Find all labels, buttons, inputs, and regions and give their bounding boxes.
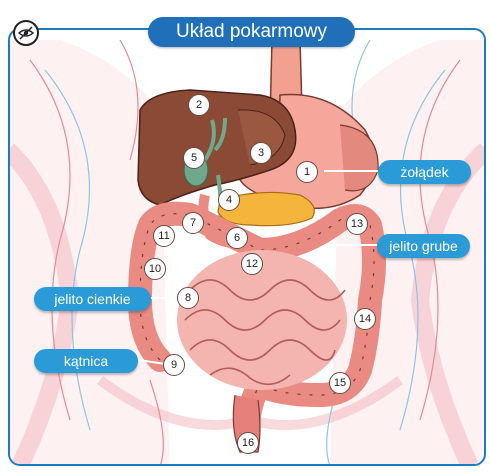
visibility-toggle-button[interactable] bbox=[13, 20, 39, 46]
marker-11[interactable]: 11 bbox=[153, 225, 175, 247]
marker-13[interactable]: 13 bbox=[346, 213, 368, 235]
marker-12[interactable]: 12 bbox=[241, 253, 263, 275]
marker-1[interactable]: 1 bbox=[296, 161, 318, 183]
label-stomach[interactable]: żołądek bbox=[378, 160, 471, 184]
marker-6[interactable]: 6 bbox=[226, 227, 248, 249]
page-title: Układ pokarmowy bbox=[148, 17, 355, 47]
marker-2[interactable]: 2 bbox=[188, 94, 210, 116]
marker-7[interactable]: 7 bbox=[182, 212, 204, 234]
marker-8[interactable]: 8 bbox=[177, 287, 199, 309]
marker-9[interactable]: 9 bbox=[163, 354, 185, 376]
marker-16[interactable]: 16 bbox=[237, 432, 259, 454]
marker-5[interactable]: 5 bbox=[183, 147, 205, 169]
label-large-intestine[interactable]: jelito grube bbox=[377, 234, 470, 258]
label-cecum[interactable]: kątnica bbox=[34, 349, 138, 373]
marker-14[interactable]: 14 bbox=[354, 308, 376, 330]
marker-15[interactable]: 15 bbox=[329, 372, 351, 394]
marker-3[interactable]: 3 bbox=[250, 142, 272, 164]
marker-10[interactable]: 10 bbox=[144, 258, 166, 280]
label-small-intestine[interactable]: jelito cienkie bbox=[34, 287, 151, 311]
small-intestine-shape bbox=[177, 250, 347, 390]
eye-off-icon bbox=[18, 25, 34, 41]
marker-4[interactable]: 4 bbox=[218, 189, 240, 211]
